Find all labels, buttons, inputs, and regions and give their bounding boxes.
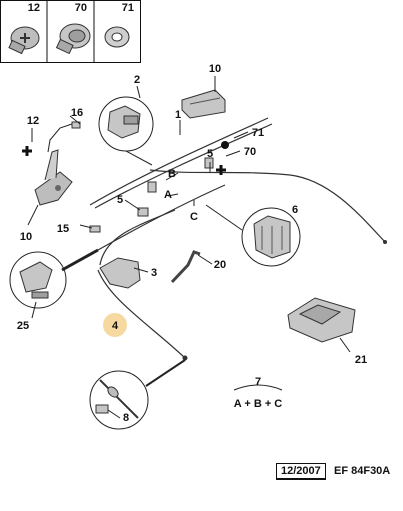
callout-6: 6 [292,204,298,216]
lever-rod [47,123,73,153]
fastener-markers [22,121,229,233]
junction-b: B [168,168,176,180]
washer-icon [104,26,130,48]
callout-7: 7 [255,376,261,388]
torx-screw-icon [8,26,40,55]
cable-assembly [89,117,387,361]
callout-10-left: 10 [20,231,32,243]
callout-25: 25 [17,320,29,332]
callout-2: 2 [134,74,140,86]
fastener-ref-12: 12 [28,2,40,14]
kit-formula: A + B + C [234,398,283,410]
heat-shield-plate [99,257,141,289]
callout-5-left: 5 [117,194,123,206]
callout-labels: 10 2 1 71 70 5 16 12 10 15 5 3 20 6 4 25… [17,63,367,424]
pad-part [287,297,356,343]
detail-circle-8 [89,359,186,430]
bracket-part [181,89,226,119]
fastener-table: 12 70 71 [0,0,141,63]
callout-4-highlight [103,313,127,337]
callout-20: 20 [214,259,226,271]
junction-a: A [164,189,172,201]
fastener-ref-71: 71 [122,2,134,14]
leader-lines [27,76,351,419]
callout-21: 21 [355,354,367,366]
flange-screw-icon [55,23,91,55]
fastener-ref-70: 70 [75,2,87,14]
rod-part [170,250,201,284]
callout-71: 71 [252,127,264,139]
detail-circle-2 [98,96,154,166]
revision-date: 12/2007 [276,463,326,480]
callout-15: 15 [57,223,69,235]
handbrake-lever [34,149,73,206]
callout-8: 8 [123,412,129,424]
callout-12: 12 [27,115,39,127]
callout-16: 16 [71,107,83,119]
callout-3: 3 [151,267,157,279]
junction-labels: A B C [164,168,198,223]
callout-1: 1 [175,109,181,121]
detail-circle-25 [9,248,99,309]
detail-circle-6 [205,204,301,267]
callout-5-right: 5 [207,148,213,160]
callout-70: 70 [244,146,256,158]
diagram-code: EF 84F30A [334,465,391,477]
junction-c: C [190,211,198,223]
callout-10-upper: 10 [209,63,221,75]
callout-4: 4 [112,320,119,332]
